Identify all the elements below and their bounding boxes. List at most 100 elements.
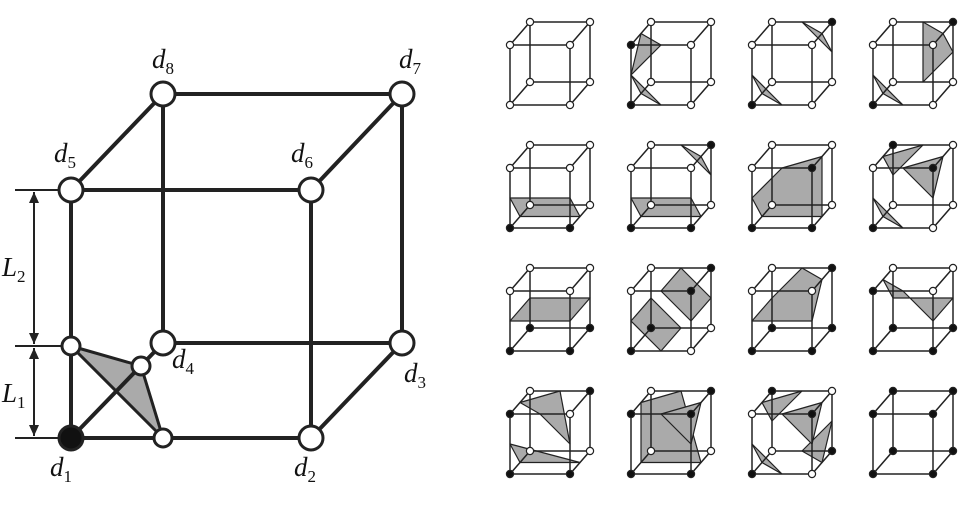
case-11-vertex-2 xyxy=(807,346,817,356)
cube-case-4 xyxy=(868,17,958,110)
case-1-edge xyxy=(569,21,591,46)
cube-case-1 xyxy=(505,17,595,110)
case-3-vertex-8 xyxy=(767,17,777,27)
case-12-vertex-1 xyxy=(868,346,878,356)
case-12-vertex-4 xyxy=(888,323,898,333)
case-3-edge xyxy=(811,21,833,46)
vertex-d3 xyxy=(388,329,416,357)
case-4-edge xyxy=(932,81,954,106)
case-12-vertex-3 xyxy=(948,323,958,333)
case-11-edge xyxy=(811,267,833,292)
case-12-vertex-8 xyxy=(888,263,898,273)
case-8-edge xyxy=(872,144,894,169)
case-13-vertex-7 xyxy=(585,386,595,396)
case-3-vertex-2 xyxy=(807,100,817,110)
case-15-vertex-2 xyxy=(807,469,817,479)
case-10-vertex-5 xyxy=(626,286,636,296)
case-6-vertex-5 xyxy=(626,163,636,173)
case-4-edge xyxy=(872,81,894,106)
case-8-vertex-1 xyxy=(868,223,878,233)
vertex-d8 xyxy=(149,80,177,108)
case-4-vertex-7 xyxy=(948,17,958,27)
case-9-vertex-6 xyxy=(565,286,575,296)
case-1-edge xyxy=(509,21,531,46)
case-9-surface-1 xyxy=(509,297,591,322)
case-14-vertex-8 xyxy=(646,386,656,396)
edge-d6-d7 xyxy=(309,92,404,192)
case-8-vertex-3 xyxy=(948,200,958,210)
vertex-d2 xyxy=(297,424,325,452)
case-16-edge xyxy=(872,450,894,475)
label-d5: d5 xyxy=(54,138,76,172)
case-13-vertex-2 xyxy=(565,469,575,479)
case-15-edge xyxy=(751,390,773,415)
case-2-vertex-5 xyxy=(626,40,636,50)
case-14-vertex-7 xyxy=(706,386,716,396)
case-10-edge xyxy=(690,267,712,292)
case-10-vertex-8 xyxy=(646,263,656,273)
case-6-edge xyxy=(690,144,712,169)
cube-case-6 xyxy=(626,140,716,233)
case-12-edge xyxy=(932,327,954,352)
case-10-vertex-1 xyxy=(626,346,636,356)
case-13-edge xyxy=(509,390,531,415)
case-1-vertex-8 xyxy=(525,17,535,27)
case-1-vertex-2 xyxy=(565,100,575,110)
dimension-L1 xyxy=(29,348,39,436)
case-5-vertex-6 xyxy=(565,163,575,173)
case-13-vertex-6 xyxy=(565,409,575,419)
case-4-vertex-1 xyxy=(868,100,878,110)
case-16-vertex-6 xyxy=(928,409,938,419)
case-13-vertex-5 xyxy=(505,409,515,419)
case-16-edge xyxy=(932,450,954,475)
case-16-vertex-8 xyxy=(888,386,898,396)
label-d6: d6 xyxy=(291,138,313,172)
case-9-vertex-4 xyxy=(525,323,535,333)
dimension-L2-arrow-top xyxy=(29,192,39,203)
case-6-edge xyxy=(630,204,652,229)
case-7-edge xyxy=(751,144,773,169)
case-9-vertex-8 xyxy=(525,263,535,273)
case-14-vertex-4 xyxy=(646,446,656,456)
case-16-vertex-7 xyxy=(948,386,958,396)
case-3-vertex-6 xyxy=(807,40,817,50)
case-3-edge xyxy=(751,21,773,46)
case-9-edge xyxy=(509,327,531,352)
case-5-edge xyxy=(569,204,591,229)
case-7-vertex-8 xyxy=(767,140,777,150)
case-13-vertex-4 xyxy=(525,446,535,456)
case-2-edge xyxy=(690,81,712,106)
cube-case-8 xyxy=(868,140,958,233)
case-9-edge xyxy=(569,267,591,292)
case-15-vertex-5 xyxy=(747,409,757,419)
case-15-vertex-3 xyxy=(827,446,837,456)
case-5-vertex-3 xyxy=(585,200,595,210)
case-2-edge xyxy=(630,21,652,46)
cube-case-11 xyxy=(747,263,837,356)
case-4-surface-2 xyxy=(922,21,954,83)
case-15-vertex-8 xyxy=(767,386,777,396)
case-10-vertex-4 xyxy=(646,323,656,333)
cube-case-2 xyxy=(626,17,716,110)
case-14-edge xyxy=(690,390,712,415)
case-3-surface-1 xyxy=(751,74,783,106)
case-10-edge xyxy=(630,267,652,292)
label-d3: d3 xyxy=(404,358,426,392)
case-9-edge xyxy=(509,267,531,292)
case-7-edge xyxy=(751,204,773,229)
case-4-edge xyxy=(872,21,894,46)
case-6-surface-2 xyxy=(680,144,712,176)
edge-point-3 xyxy=(130,355,152,377)
case-5-vertex-1 xyxy=(505,223,515,233)
cube-case-12 xyxy=(868,263,958,356)
case-1-vertex-5 xyxy=(505,40,515,50)
case-14-vertex-1 xyxy=(626,469,636,479)
cube-case-7 xyxy=(747,140,837,233)
case-16-edge xyxy=(932,390,954,415)
case-6-edge xyxy=(690,204,712,229)
cube-case-14 xyxy=(626,386,716,479)
case-8-vertex-4 xyxy=(888,200,898,210)
case-7-vertex-4 xyxy=(767,200,777,210)
case-11-vertex-4 xyxy=(767,323,777,333)
